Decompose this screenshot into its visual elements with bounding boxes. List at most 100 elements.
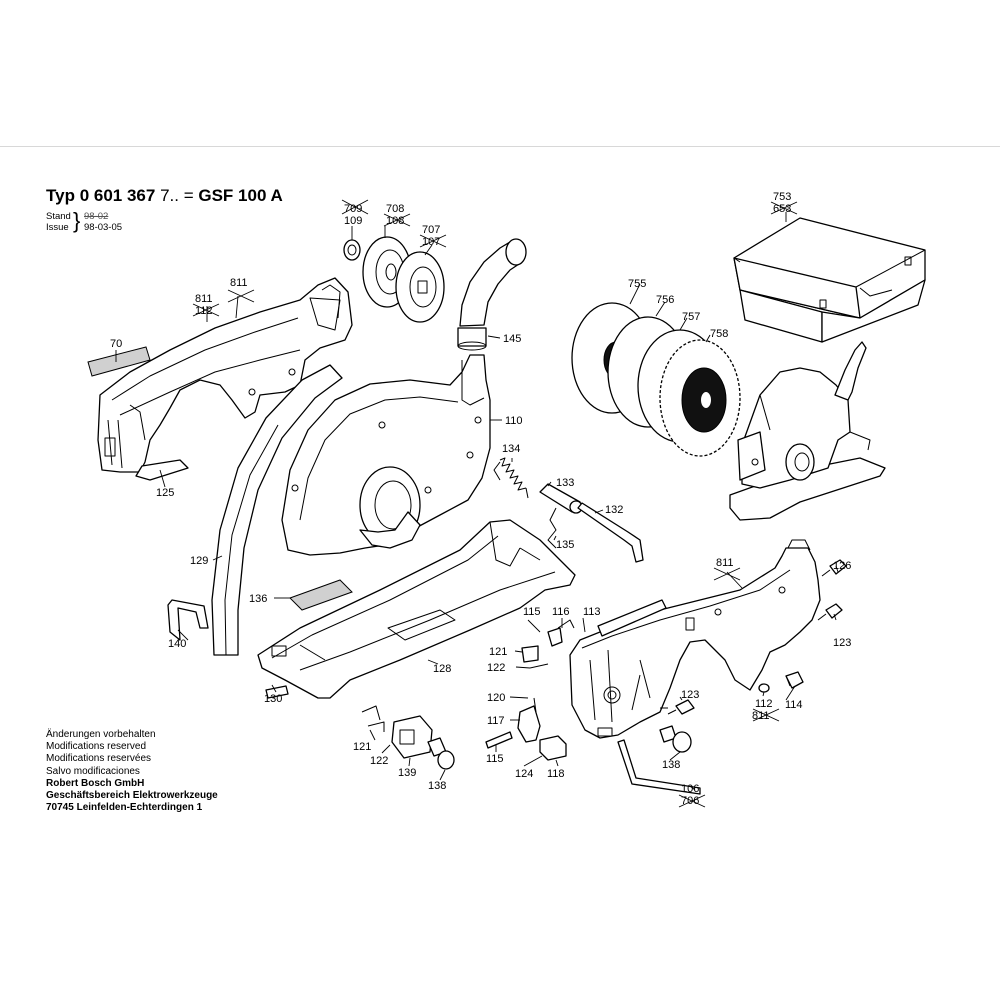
label-758: 758 — [710, 328, 728, 340]
strike-653b — [770, 201, 798, 215]
label-133: 133 — [556, 477, 574, 489]
footer-division: Geschäftsbereich Elektrowerkzeuge — [46, 790, 218, 802]
strike-107b — [419, 234, 447, 248]
label-708: 708 — [386, 203, 404, 215]
stand-issue-block: Stand Issue } 98-02 98-03-05 — [46, 210, 122, 234]
label-125: 125 — [156, 487, 174, 499]
part-labels: 709 109 708 108 707 107 753 653 811 112 … — [110, 191, 851, 808]
typ-prefix: Typ — [46, 186, 75, 205]
label-109: 109 — [344, 215, 362, 227]
flange-107 — [395, 251, 445, 323]
label-811-top: 811 — [230, 277, 248, 289]
label-122-lower: 122 — [370, 755, 388, 767]
label-136: 136 — [249, 593, 267, 605]
label-plate-70 — [87, 346, 151, 377]
footer-line-en: Modifications reserved — [46, 741, 147, 753]
brace-glyph: } — [73, 208, 81, 233]
label-138-left: 138 — [428, 780, 446, 792]
button-112-lower — [758, 683, 770, 693]
label-130: 130 — [264, 693, 282, 705]
label-126: 126 — [833, 560, 851, 572]
label-124: 124 — [515, 768, 533, 780]
label-811-top-left: 811 — [195, 293, 213, 305]
label-114: 114 — [785, 699, 803, 711]
label-135: 135 — [556, 539, 574, 551]
top-divider — [0, 146, 1000, 147]
footer-company: Robert Bosch GmbH — [46, 777, 145, 789]
label-110: 110 — [505, 415, 523, 427]
label-123-lower: 123 — [681, 689, 699, 701]
label-757: 757 — [682, 311, 700, 323]
knob-114 — [785, 671, 804, 689]
bracket-140 — [167, 599, 209, 641]
switch-parts-upper — [521, 619, 575, 669]
sleeve-133 — [539, 483, 583, 514]
hex-key-132 — [577, 502, 644, 563]
base-plate-128 — [257, 519, 576, 699]
label-118: 118 — [547, 768, 565, 780]
label-sticker-136 — [289, 579, 353, 611]
clip-135 — [547, 507, 557, 549]
leader-lines — [115, 212, 839, 791]
hex-key-106 — [617, 739, 701, 795]
stand-label: Stand — [46, 211, 71, 222]
strike-709b — [341, 199, 369, 215]
strike-108b — [383, 213, 411, 227]
screws-123-126 — [667, 559, 847, 715]
dust-elbow-145 — [457, 238, 527, 351]
label-756: 756 — [656, 294, 674, 306]
strike-811b-b — [227, 289, 255, 303]
model-name: GSF 100 A — [198, 186, 283, 205]
label-753: 753 — [773, 191, 791, 203]
right-housing-half-113 — [569, 539, 821, 739]
label-115-upper: 115 — [523, 606, 541, 618]
label-116: 116 — [552, 606, 570, 618]
strike-112b-b — [752, 708, 780, 722]
label-755: 755 — [628, 278, 646, 290]
label-106: 106 — [681, 783, 699, 795]
label-134: 134 — [502, 443, 520, 455]
stand-new-date: 98-03-05 — [84, 222, 123, 233]
switch-box-139 — [361, 705, 455, 770]
stand-old-date: 98-02 — [84, 211, 109, 222]
label-70: 70 — [110, 338, 122, 350]
stand-values: 98-02 98-03-05 — [84, 211, 122, 233]
spring-134 — [493, 457, 529, 499]
footer-line-fr: Modifications reservées — [46, 753, 152, 765]
footer-address: 70745 Leinfelden-Echterdingen 1 — [46, 802, 203, 814]
label-811-lower: 811 — [752, 710, 770, 722]
type-title: Typ 0 601 367 7.. = GSF 100 A — [46, 186, 283, 206]
title-block: Typ 0 601 367 7.. = GSF 100 A — [46, 186, 283, 206]
strike-706b — [678, 794, 706, 808]
label-707: 707 — [422, 224, 440, 236]
guard-rail-129 — [211, 364, 343, 656]
footer-notes: Änderungen vorbehalten Modifications res… — [46, 729, 218, 814]
label-122-upper: 122 — [487, 662, 505, 674]
label-129: 129 — [190, 555, 208, 567]
screw-130 — [265, 685, 289, 699]
diamond-blades — [571, 302, 741, 457]
carrying-case-753 — [733, 217, 926, 343]
label-139: 139 — [398, 767, 416, 779]
assembled-saw-thumbnail — [729, 341, 886, 521]
strike-112a-b — [192, 303, 220, 317]
typ-suffix: 7.. = — [160, 186, 194, 205]
label-121-lower: 121 — [353, 741, 371, 753]
label-145: 145 — [503, 333, 521, 345]
label-117: 117 — [487, 715, 505, 727]
label-113: 113 — [583, 606, 601, 618]
label-138-right: 138 — [662, 759, 680, 771]
label-123-right: 123 — [833, 637, 851, 649]
label-115-lower: 115 — [486, 753, 504, 765]
label-112-lower: 112 — [755, 698, 773, 710]
label-140: 140 — [168, 638, 186, 650]
issue-label: Issue — [46, 222, 69, 233]
blade-guard-110 — [281, 354, 491, 556]
label-128: 128 — [433, 663, 451, 675]
knob-138-right — [659, 725, 692, 753]
typ-number: 0 601 367 — [79, 186, 156, 205]
label-132: 132 — [605, 504, 623, 516]
label-120: 120 — [487, 692, 505, 704]
